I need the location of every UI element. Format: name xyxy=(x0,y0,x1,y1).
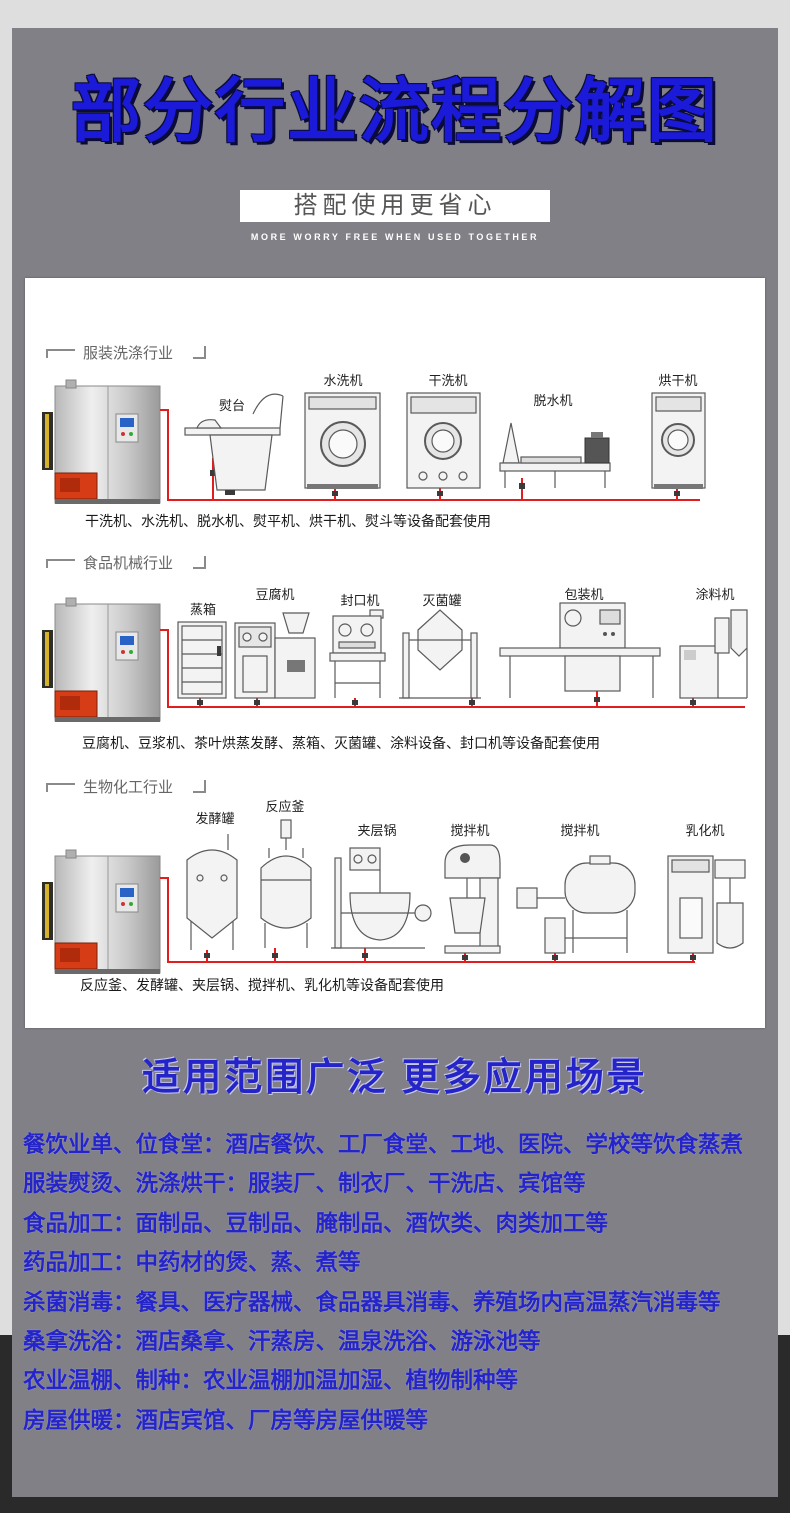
section-caption: 干洗机、水洗机、脱水机、熨平机、烘干机、熨斗等设备配套使用 xyxy=(85,513,491,529)
section-bracket-left xyxy=(46,783,75,792)
application-item: 桑拿洗浴：酒店桑拿、汗蒸房、温泉洗浴、游泳池等 xyxy=(23,1328,541,1354)
section-label: 生物化工行业 xyxy=(83,779,173,796)
machine-label: 水洗机 xyxy=(323,373,362,388)
machine-label: 豆腐机 xyxy=(255,587,294,602)
dryer-icon xyxy=(651,392,706,489)
section-bracket-right xyxy=(193,780,206,793)
emulsifier-icon xyxy=(667,855,746,954)
section-garment-washing: 服装洗涤行业 xyxy=(41,345,706,529)
section-bracket-right xyxy=(193,556,206,569)
steamer-cabinet-icon xyxy=(177,621,227,699)
dry-cleaning-machine-icon xyxy=(406,392,481,489)
application-item: 食品加工：面制品、豆制品、腌制品、酒饮类、肉类加工等 xyxy=(23,1210,609,1236)
tofu-machine-icon xyxy=(234,612,316,699)
applications-heading: 适用范围广泛 更多应用场景 xyxy=(142,1057,648,1099)
section-bracket-left xyxy=(46,349,75,358)
application-item: 餐饮业单、位食堂：酒店餐饮、工厂食堂、工地、医院、学校等饮食蒸煮 xyxy=(23,1132,744,1157)
page-title: 部分行业流程分解图 xyxy=(71,69,719,152)
jacketed-kettle-icon xyxy=(331,847,432,949)
section-bracket-left xyxy=(46,559,75,568)
planetary-mixer-icon xyxy=(444,844,501,954)
machine-label: 搅拌机 xyxy=(560,823,599,838)
reactor-icon xyxy=(260,819,312,948)
application-item: 服装熨烫、洗涤烘干：服装厂、制衣厂、干洗店、宾馆等 xyxy=(23,1171,586,1197)
subtitle-english: MORE WORRY FREE WHEN USED TOGETHER xyxy=(250,232,540,242)
applications-list: 餐饮业单、位食堂：酒店餐饮、工厂食堂、工地、医院、学校等饮食蒸煮 服装熨烫、洗涤… xyxy=(23,1125,783,1440)
steam-generator-icon xyxy=(41,597,161,723)
section-caption: 豆腐机、豆浆机、茶叶烘蒸发酵、蒸箱、灭菌罐、涂料设备、封口机等设备配套使用 xyxy=(82,735,600,751)
washing-machine-icon xyxy=(304,392,381,489)
machine-label: 涂料机 xyxy=(695,587,734,602)
section-food-machinery: 食品机械行业 xyxy=(41,555,748,751)
machine-label: 灭菌罐 xyxy=(422,593,461,608)
sterilization-tank-icon xyxy=(399,609,481,699)
machine-label: 发酵罐 xyxy=(195,811,234,826)
machine-label: 包装机 xyxy=(564,587,603,602)
section-caption: 反应釜、发酵罐、夹层锅、搅拌机、乳化机等设备配套使用 xyxy=(80,977,444,993)
application-item: 农业温棚、制种：农业温棚加温加湿、植物制种等 xyxy=(23,1368,519,1394)
process-diagram-panel: 服装洗涤行业 xyxy=(25,278,765,1028)
sealing-machine-icon xyxy=(329,609,386,698)
process-diagram: 服装洗涤行业 xyxy=(41,345,748,993)
steam-generator-icon xyxy=(41,379,161,505)
section-label: 食品机械行业 xyxy=(83,555,173,572)
machine-label: 封口机 xyxy=(340,593,379,608)
packaging-machine-icon xyxy=(499,602,661,698)
steam-pipes xyxy=(160,877,696,963)
machine-label: 脱水机 xyxy=(533,393,572,408)
section-label: 服装洗涤行业 xyxy=(83,345,173,362)
application-item: 药品加工：中药材的煲、蒸、煮等 xyxy=(23,1250,361,1276)
ironing-table-icon xyxy=(184,393,284,495)
dewatering-machine-icon xyxy=(499,422,611,488)
machine-label: 乳化机 xyxy=(685,823,724,838)
steam-pipes xyxy=(160,629,745,708)
section-bracket-right xyxy=(193,346,206,359)
steam-pipes xyxy=(160,409,700,501)
machine-label: 夹层锅 xyxy=(357,823,396,838)
subtitle: 搭配使用更省心 xyxy=(293,192,497,219)
section-biochemical: 生物化工行业 xyxy=(41,779,746,993)
subtitle-box: 搭配使用更省心 xyxy=(240,190,550,222)
machine-label: 熨台 xyxy=(219,398,245,413)
machine-label: 干洗机 xyxy=(428,373,467,388)
machine-label: 蒸箱 xyxy=(190,602,216,617)
machine-label: 反应釜 xyxy=(265,799,304,814)
application-item: 房屋供暖：酒店宾馆、厂房等房屋供暖等 xyxy=(23,1407,429,1433)
machine-label: 烘干机 xyxy=(658,373,697,388)
application-item: 杀菌消毒：餐具、医疗器械、食品器具消毒、养殖场内高温蒸汽消毒等 xyxy=(23,1289,721,1315)
steam-generator-icon xyxy=(41,849,161,975)
machine-label: 搅拌机 xyxy=(450,823,489,838)
fermentation-tank-icon xyxy=(186,834,238,950)
horizontal-mixer-icon xyxy=(516,855,636,954)
coating-machine-icon xyxy=(679,609,748,699)
